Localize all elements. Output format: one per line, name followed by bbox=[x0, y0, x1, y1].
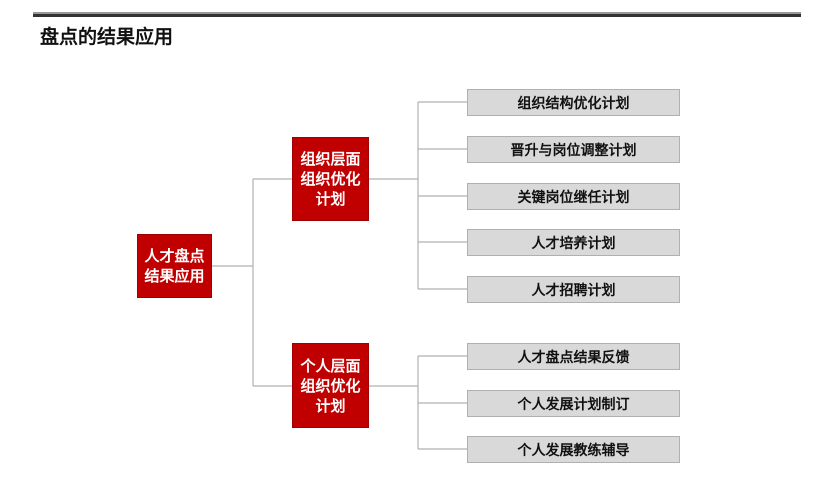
leaf-node: 组织结构优化计划 bbox=[467, 89, 680, 116]
header-rule-thin bbox=[33, 12, 801, 14]
page-title: 盘点的结果应用 bbox=[40, 26, 174, 48]
leaf-node: 关键岗位继任计划 bbox=[467, 183, 680, 210]
group-node-organization: 组织层面组织优化计划 bbox=[292, 137, 369, 221]
leaf-node: 人才盘点结果反馈 bbox=[467, 343, 680, 370]
root-node: 人才盘点结果应用 bbox=[137, 234, 212, 298]
leaf-node: 个人发展计划制订 bbox=[467, 390, 680, 417]
leaf-node: 人才招聘计划 bbox=[467, 276, 680, 303]
leaf-node: 晋升与岗位调整计划 bbox=[467, 136, 680, 163]
group-node-individual: 个人层面组织优化计划 bbox=[292, 343, 369, 428]
leaf-node: 人才培养计划 bbox=[467, 229, 680, 256]
leaf-node: 个人发展教练辅导 bbox=[467, 436, 680, 463]
header-rule-thick bbox=[33, 14, 801, 17]
